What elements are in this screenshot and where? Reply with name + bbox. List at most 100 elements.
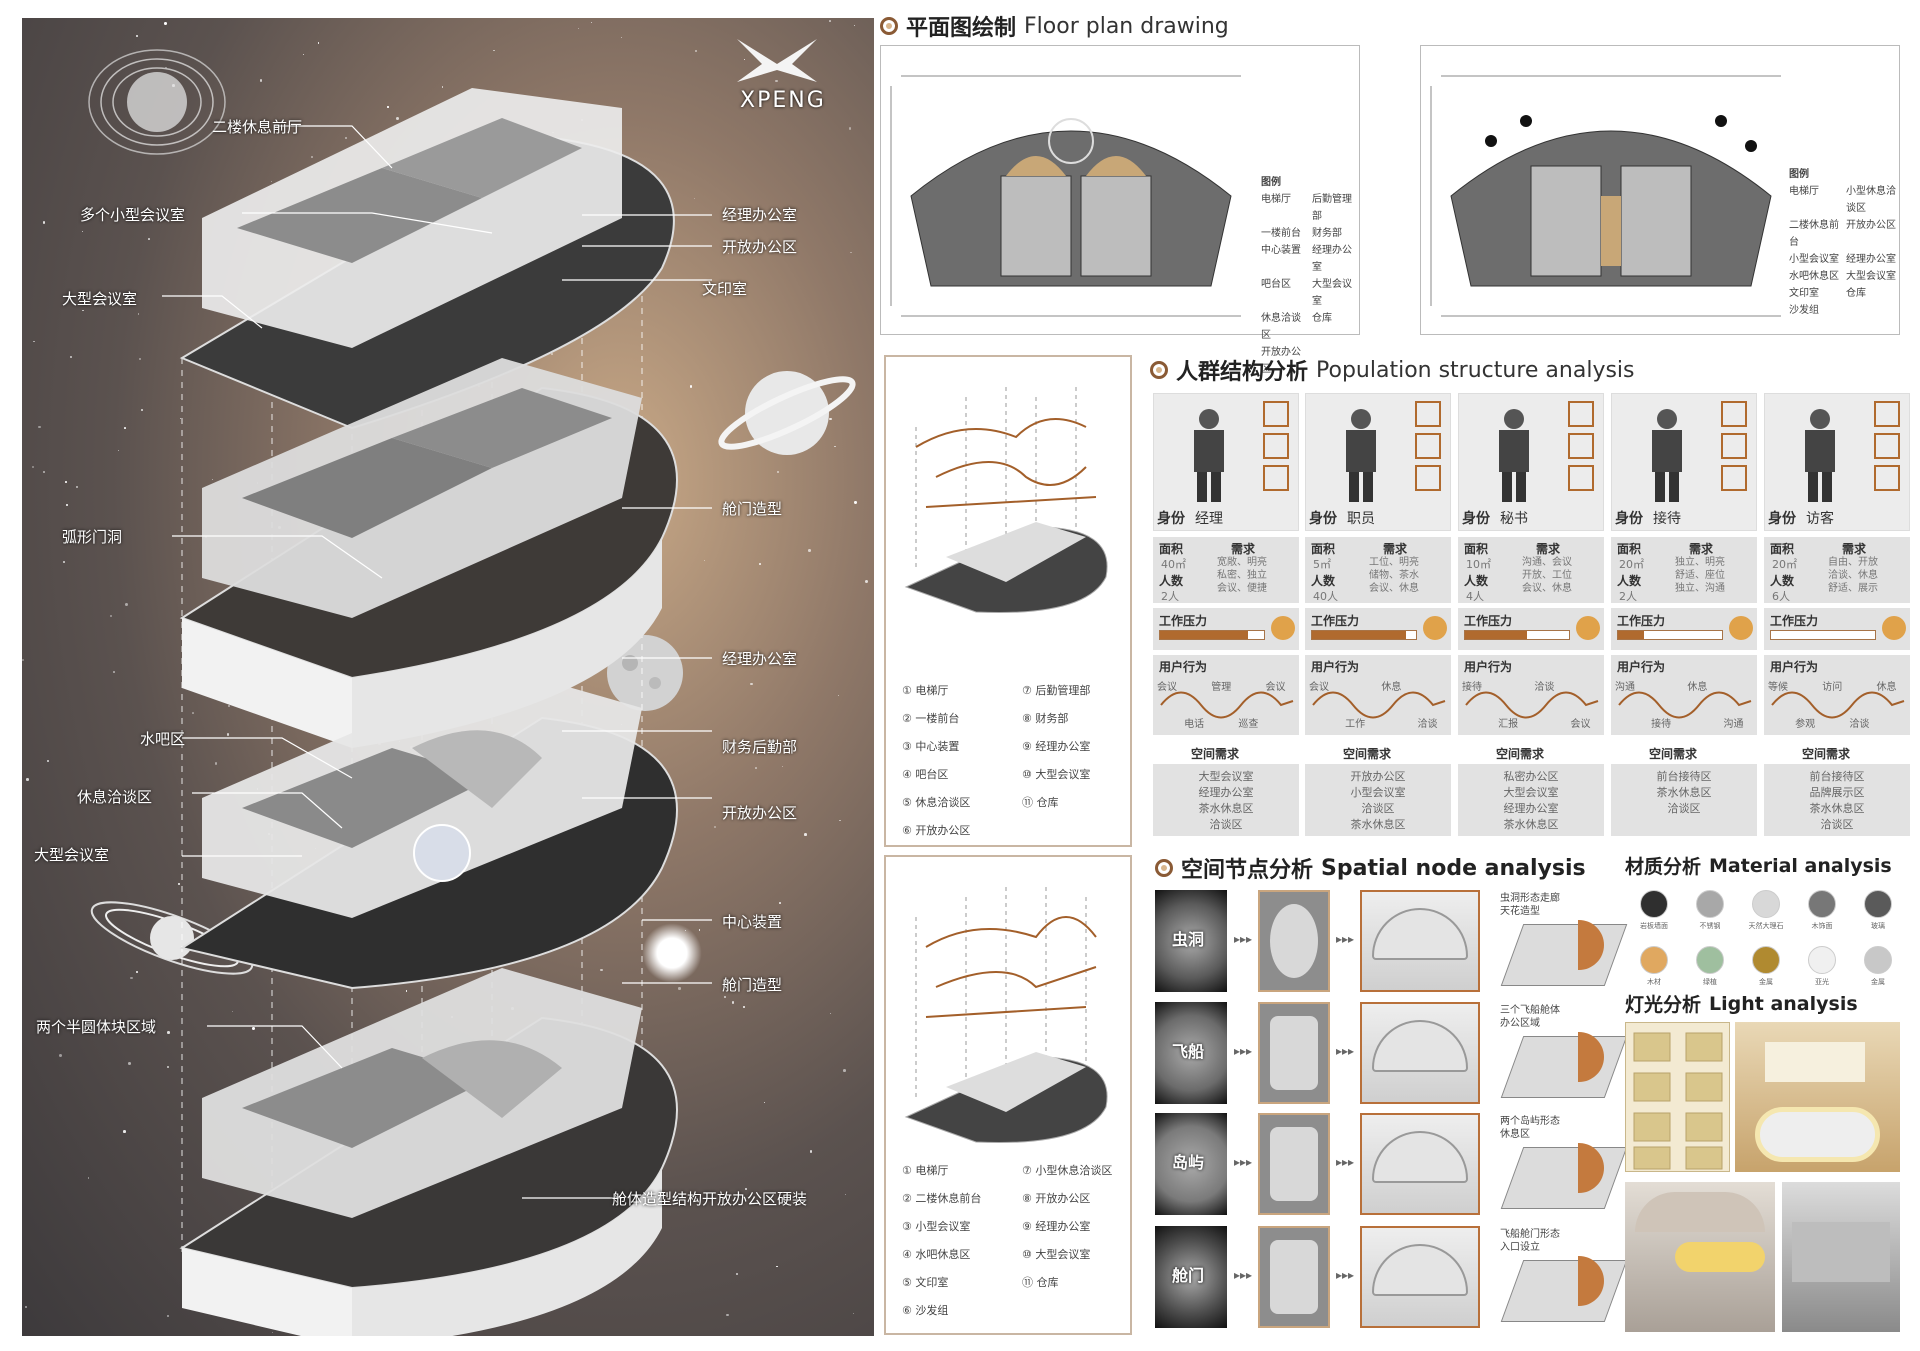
callout-lounge-talk: 休息洽谈区 bbox=[77, 788, 153, 806]
light-grid-drawing bbox=[1633, 1032, 1723, 1170]
star bbox=[387, 106, 389, 108]
star bbox=[493, 49, 495, 52]
space-need-label: 空间需求 bbox=[1191, 747, 1240, 761]
floor-plan-title: 平面图绘制 Floor plan drawing bbox=[880, 10, 1229, 42]
persona-people: 6人 bbox=[1772, 590, 1790, 603]
material-label: 玻璃 bbox=[1871, 922, 1885, 930]
mood-face-icon bbox=[1729, 616, 1753, 640]
material-swatch bbox=[1752, 890, 1780, 918]
bullet-icon bbox=[1150, 361, 1168, 379]
persona-needs-card bbox=[1611, 537, 1757, 603]
persona-spaces-card bbox=[1611, 764, 1757, 836]
star bbox=[345, 137, 348, 140]
mood-face-icon bbox=[1271, 616, 1295, 640]
spatial-title: 空间节点分析 Spatial node analysis bbox=[1155, 852, 1586, 884]
star bbox=[829, 20, 832, 23]
space-item: 经理办公室 bbox=[1198, 786, 1254, 799]
area-label: 面积 bbox=[1464, 542, 1489, 556]
area-label: 面积 bbox=[1159, 542, 1184, 556]
behavior-word: 访问 bbox=[1822, 682, 1843, 693]
star bbox=[759, 563, 762, 565]
star bbox=[829, 1013, 831, 1015]
node-plan-block bbox=[1500, 1036, 1628, 1098]
star bbox=[864, 580, 868, 583]
pressure-fill bbox=[1160, 631, 1249, 639]
space-need-label: 空间需求 bbox=[1343, 747, 1392, 761]
node-diagram-1-drawing bbox=[904, 387, 1108, 614]
star bbox=[599, 968, 603, 972]
star bbox=[804, 832, 807, 836]
persona-spaces-card bbox=[1153, 764, 1299, 836]
star bbox=[124, 602, 128, 606]
star bbox=[138, 357, 142, 361]
behavior-word: 会议 bbox=[1570, 719, 1591, 730]
node-tag: 飞船 bbox=[1172, 1042, 1205, 1061]
space-item: 大型会议室 bbox=[1503, 786, 1559, 799]
star bbox=[578, 28, 580, 30]
space-item: 大型会议室 bbox=[1198, 770, 1254, 783]
star bbox=[551, 352, 553, 355]
persona-role: 职员 bbox=[1347, 511, 1375, 527]
pressure-fill bbox=[1465, 631, 1528, 639]
star bbox=[303, 54, 305, 56]
star bbox=[750, 682, 753, 686]
behavior-word: 洽谈 bbox=[1417, 719, 1438, 730]
star bbox=[775, 1265, 778, 1268]
behavior-word: 会议 bbox=[1309, 682, 1329, 693]
callout-water-bar: 水吧区 bbox=[140, 730, 186, 748]
node-photo bbox=[1155, 1002, 1227, 1104]
mood-face-icon bbox=[1423, 616, 1447, 640]
star bbox=[272, 1332, 274, 1334]
node-diagram-1: ① 电梯厅 ⑦ 后勤管理部 ② 一楼前台 ⑧ 财务部 ③ 中心装置 ⑨ 经理办公… bbox=[884, 355, 1132, 847]
star bbox=[46, 759, 50, 763]
star bbox=[165, 67, 167, 69]
persona-needs: 沟通、会议 开放、工位 会议、休息 bbox=[1522, 557, 1572, 594]
xpeng-logo-icon bbox=[737, 39, 817, 82]
node-diagram-2-drawing bbox=[904, 887, 1108, 1144]
space-item: 品牌展示区 bbox=[1809, 786, 1865, 799]
star bbox=[211, 478, 214, 481]
behavior-curve bbox=[1771, 691, 1905, 719]
persona-behavior-card bbox=[1458, 655, 1604, 735]
star bbox=[148, 238, 150, 240]
node-photo bbox=[1155, 890, 1227, 992]
material-label: 金属 bbox=[1871, 978, 1885, 986]
space-need-label: 空间需求 bbox=[1649, 747, 1698, 761]
star bbox=[310, 155, 314, 159]
need-label: 需求 bbox=[1536, 542, 1561, 556]
pressure-label: 工作压力 bbox=[1311, 614, 1360, 628]
persona-needs: 工位、明亮 储物、茶水 会议、休息 bbox=[1369, 557, 1419, 594]
pressure-label: 工作压力 bbox=[1159, 614, 1208, 628]
material-swatch bbox=[1640, 890, 1668, 918]
star bbox=[848, 127, 852, 130]
star bbox=[693, 197, 696, 200]
light-grid bbox=[1625, 1022, 1730, 1172]
node-note: 三个飞船舱体 办公区域 bbox=[1500, 1005, 1560, 1029]
node-plan-block bbox=[1500, 1260, 1628, 1322]
star bbox=[590, 21, 593, 24]
people-label: 人数 bbox=[1464, 574, 1489, 588]
star bbox=[704, 560, 706, 562]
star bbox=[744, 59, 746, 61]
star bbox=[128, 1061, 132, 1065]
behavior-word: 沟通 bbox=[1615, 682, 1635, 693]
star bbox=[839, 819, 842, 822]
star bbox=[259, 79, 263, 82]
material-label: 金属 bbox=[1759, 978, 1773, 986]
star bbox=[65, 480, 68, 483]
node-concept-shape bbox=[1270, 1240, 1318, 1314]
material-label: 不锈钢 bbox=[1699, 922, 1721, 930]
light-render-1 bbox=[1735, 1022, 1900, 1172]
node-photo bbox=[1155, 1113, 1227, 1215]
node-tag: 岛屿 bbox=[1172, 1153, 1205, 1172]
star bbox=[180, 418, 182, 420]
star bbox=[698, 929, 700, 931]
space-item: 洽谈区 bbox=[1667, 802, 1701, 815]
material-swatch bbox=[1640, 946, 1668, 974]
material-label: 木饰面 bbox=[1811, 922, 1833, 930]
saturn-icon bbox=[718, 371, 856, 455]
space-item: 私密办公区 bbox=[1503, 770, 1559, 783]
behavior-word: 汇报 bbox=[1498, 719, 1519, 730]
pressure-bar bbox=[1464, 630, 1570, 640]
mood-face-icon bbox=[1882, 616, 1906, 640]
